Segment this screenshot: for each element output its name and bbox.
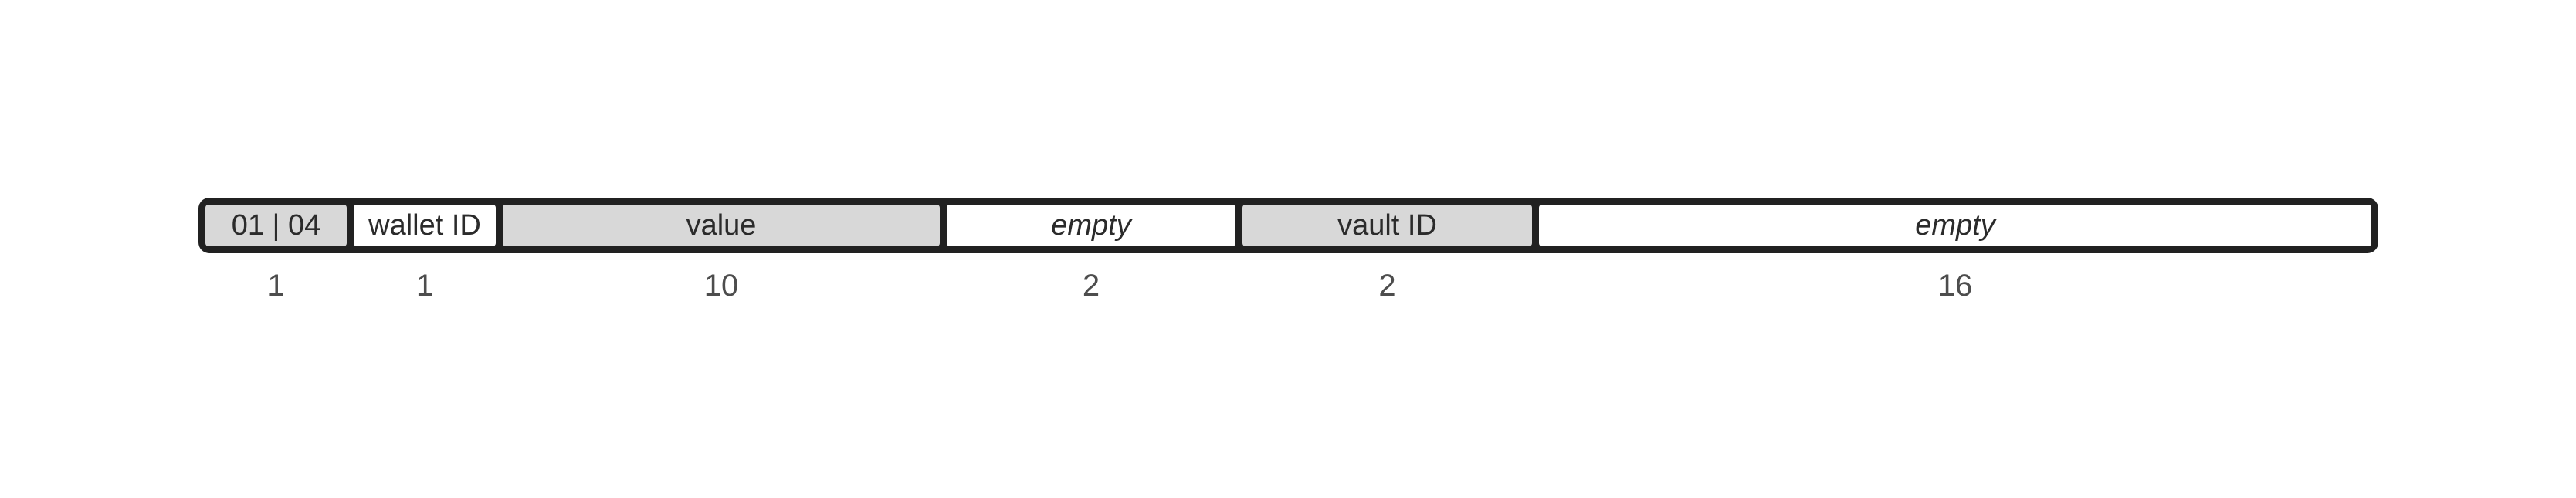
segment-label: empty bbox=[1051, 209, 1131, 242]
segment-label: 01 | 04 bbox=[231, 209, 321, 242]
byte-layout-bar: 01 | 04 wallet ID value empty vault ID empty bbox=[198, 198, 2378, 253]
byte-counts-row: 1 1 10 2 2 16 bbox=[198, 270, 2378, 301]
segment-label: vault ID bbox=[1337, 209, 1437, 242]
segment-label: value bbox=[686, 209, 757, 242]
segment-vault-id: vault ID bbox=[1242, 205, 1532, 246]
segment-label: wallet ID bbox=[368, 209, 481, 242]
segment-label: empty bbox=[1915, 209, 1995, 242]
segment-empty: empty bbox=[1539, 205, 2371, 246]
byte-count: 16 bbox=[1937, 269, 1973, 303]
byte-count: 2 bbox=[1378, 269, 1396, 303]
segment-empty: empty bbox=[947, 205, 1235, 246]
segment-01-04: 01 | 04 bbox=[205, 205, 347, 246]
byte-count: 1 bbox=[415, 269, 434, 303]
byte-count: 1 bbox=[267, 269, 285, 303]
segment-wallet-id: wallet ID bbox=[354, 205, 496, 246]
segment-value: value bbox=[503, 205, 940, 246]
byte-count: 2 bbox=[1082, 269, 1100, 303]
byte-count: 10 bbox=[703, 269, 739, 303]
